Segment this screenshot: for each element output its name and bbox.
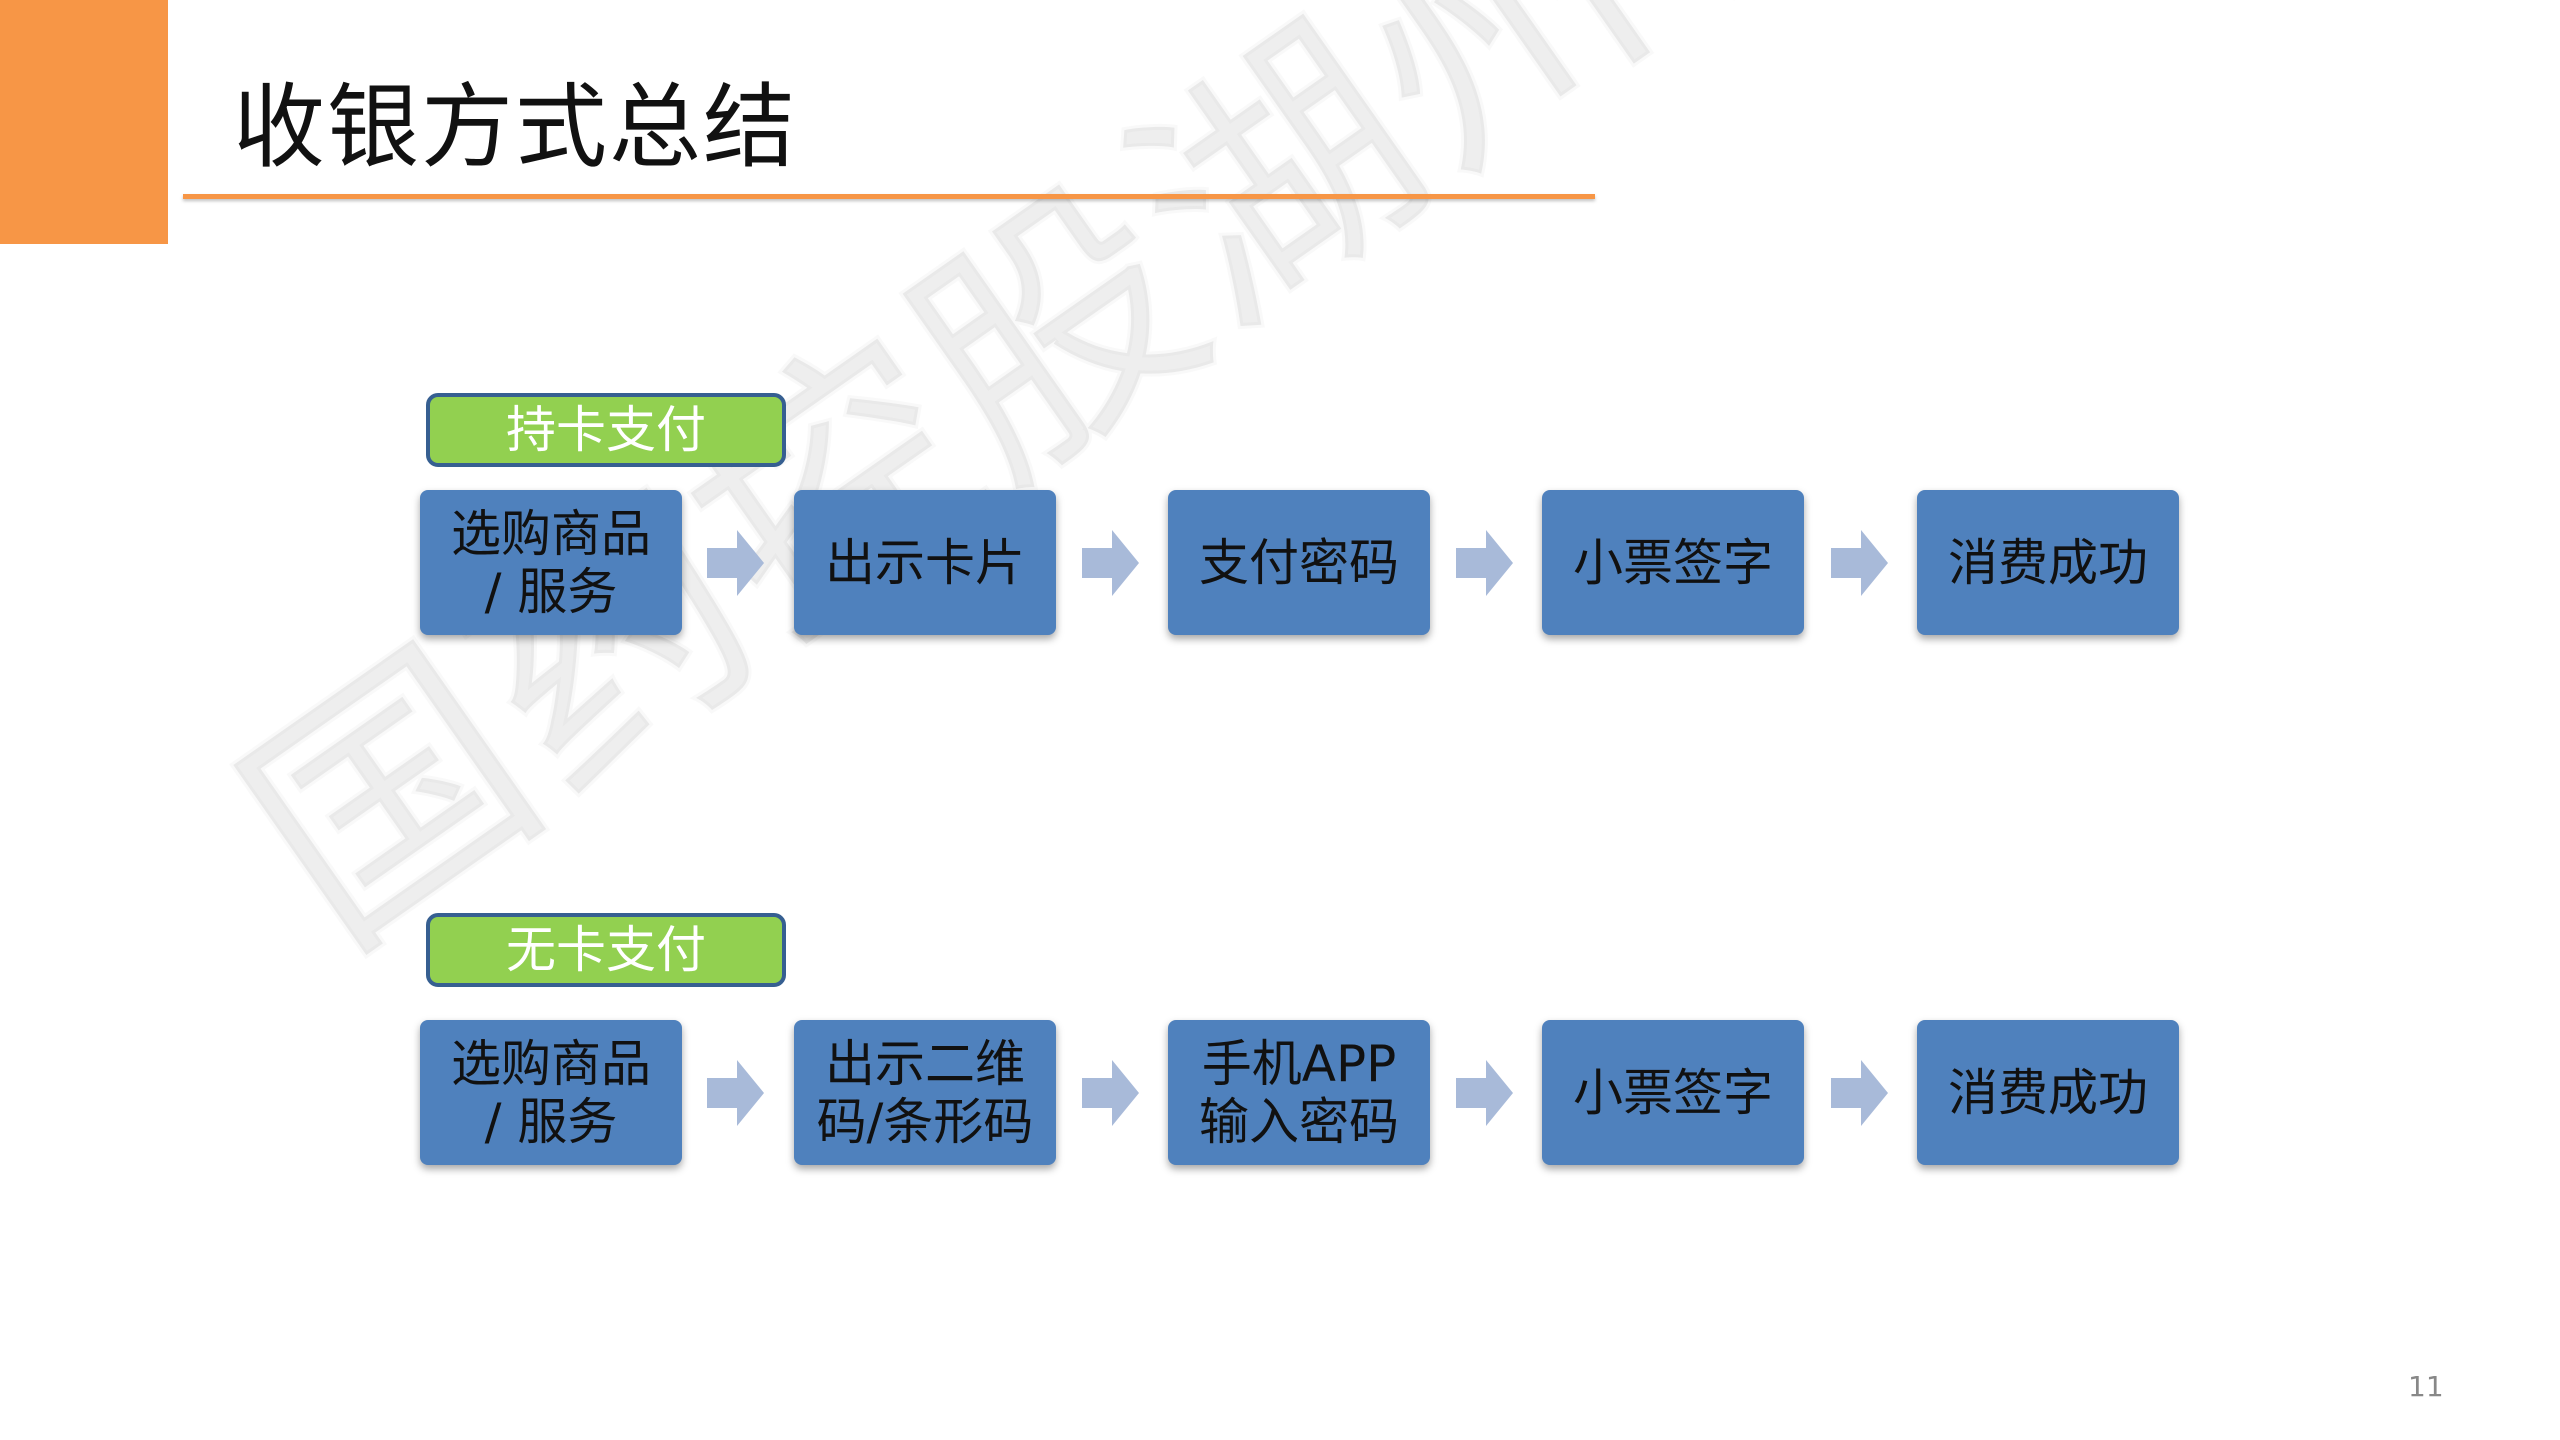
- flow-step: 出示卡片: [794, 490, 1056, 635]
- arrow-right-icon: [1082, 530, 1139, 596]
- step-label: 支付密码: [1199, 533, 1399, 592]
- arrow-right-icon: [1082, 1060, 1139, 1126]
- flow-step: 小票签字: [1542, 1020, 1804, 1165]
- arrow-right-icon: [1456, 530, 1513, 596]
- row-label-cardless-payment: 无卡支付: [426, 913, 786, 987]
- step-label: 出示二维 码/条形码: [816, 1034, 1034, 1151]
- corner-accent-block: [0, 0, 168, 244]
- arrow-right-icon: [1831, 530, 1888, 596]
- step-label: 选购商品 / 服务: [451, 1034, 651, 1151]
- step-label: 选购商品 / 服务: [451, 504, 651, 621]
- flow-step: 小票签字: [1542, 490, 1804, 635]
- flow-step: 选购商品 / 服务: [420, 490, 682, 635]
- step-label: 手机APP 输入密码: [1199, 1034, 1399, 1151]
- arrow-right-icon: [707, 530, 764, 596]
- page-number: 11: [2408, 1370, 2444, 1403]
- step-label: 小票签字: [1573, 1063, 1773, 1122]
- step-label: 消费成功: [1948, 1063, 2148, 1122]
- step-label: 消费成功: [1948, 533, 2148, 592]
- flow-step: 支付密码: [1168, 490, 1430, 635]
- flow-step: 手机APP 输入密码: [1168, 1020, 1430, 1165]
- flow-step: 消费成功: [1917, 490, 2179, 635]
- row-label-card-payment: 持卡支付: [426, 393, 786, 467]
- flow-step: 出示二维 码/条形码: [794, 1020, 1056, 1165]
- step-label: 出示卡片: [825, 533, 1025, 592]
- arrow-right-icon: [707, 1060, 764, 1126]
- step-label: 小票签字: [1573, 533, 1773, 592]
- arrow-right-icon: [1831, 1060, 1888, 1126]
- page-title: 收银方式总结: [233, 74, 798, 181]
- arrow-right-icon: [1456, 1060, 1513, 1126]
- flow-step: 选购商品 / 服务: [420, 1020, 682, 1165]
- title-underline: [183, 194, 1595, 199]
- flow-step: 消费成功: [1917, 1020, 2179, 1165]
